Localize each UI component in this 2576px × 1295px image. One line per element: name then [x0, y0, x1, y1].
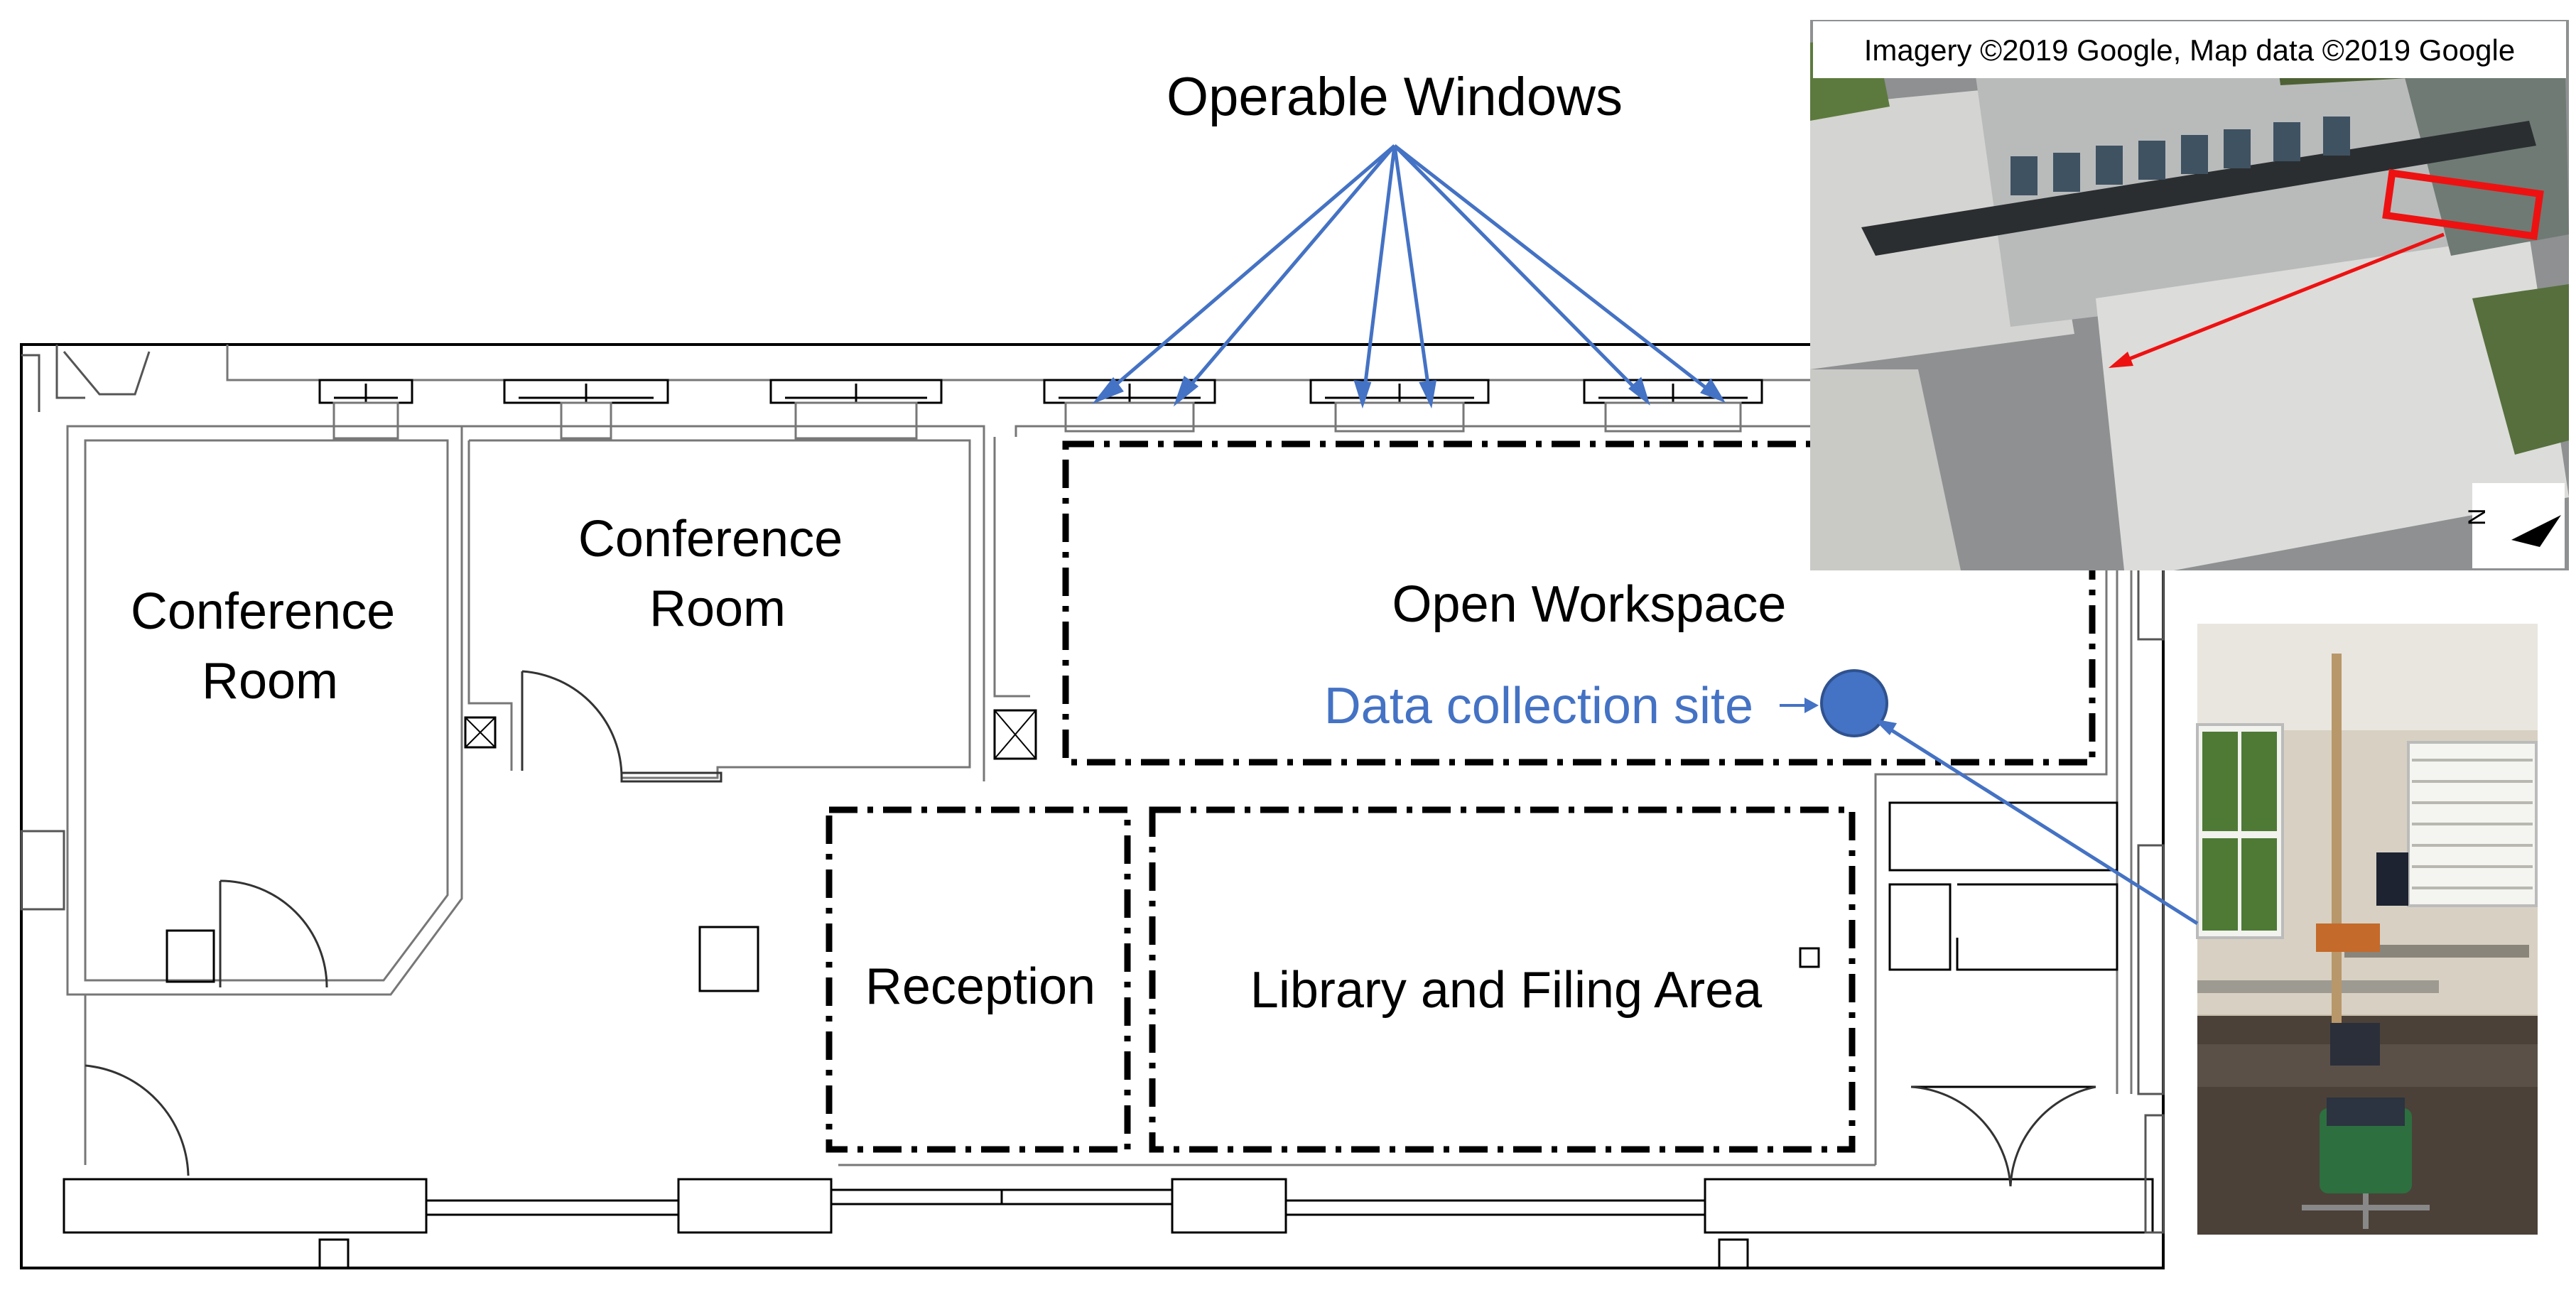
site-photo [2196, 624, 2538, 1235]
conference-room-left-walls [84, 439, 449, 982]
library-label: Library and Filing Area [1250, 962, 1763, 1019]
building-highlight-box [2382, 169, 2544, 240]
floor-plan [20, 343, 2165, 1269]
reception-zone [826, 806, 1131, 1153]
north-arrow-icon [2511, 515, 2561, 547]
conference-room-left-line2: Room [202, 653, 338, 710]
open-workspace-label: Open Workspace [1392, 576, 1787, 633]
open-workspace-zone [1062, 440, 2096, 766]
window-unit [1309, 379, 1490, 433]
location-arrow [2120, 232, 2445, 364]
photo-arrow [1881, 722, 2199, 926]
library-zone [1149, 806, 1856, 1153]
location-arrowhead [2109, 352, 2133, 368]
window-unit [503, 379, 669, 440]
operable-windows-label: Operable Windows [1167, 67, 1623, 127]
conference-room-center-line1: Conference [578, 511, 843, 568]
small-box [1799, 947, 1820, 968]
conference-room-center-line2: Room [649, 580, 786, 637]
conference-room-center-walls [469, 439, 971, 779]
conference-room-left-label: Conference Room [131, 583, 409, 710]
zone-outlines [826, 440, 2096, 1153]
reception-label: Reception [865, 958, 1095, 1015]
corridor-wall [226, 345, 1044, 381]
building-outline [20, 343, 2165, 1269]
window-unit [769, 379, 943, 440]
photo-arrowhead [1873, 719, 1897, 735]
window-arrows [1092, 144, 1726, 409]
data-collection-site-marker [1820, 669, 1888, 737]
data-collection-label: Data collection site [1324, 678, 1753, 735]
window-unit [318, 379, 413, 440]
conference-room-left-line1: Conference [131, 583, 395, 640]
north-label: N [2464, 508, 2491, 526]
conference-room-center-label: Conference Room [578, 511, 857, 637]
map-attribution: Imagery ©2019 Google, Map data ©2019 Goo… [1864, 33, 2515, 67]
window-unit [1583, 379, 1763, 433]
satellite-inset: Imagery ©2019 Google, Map data ©2019 Goo… [1810, 20, 2569, 570]
